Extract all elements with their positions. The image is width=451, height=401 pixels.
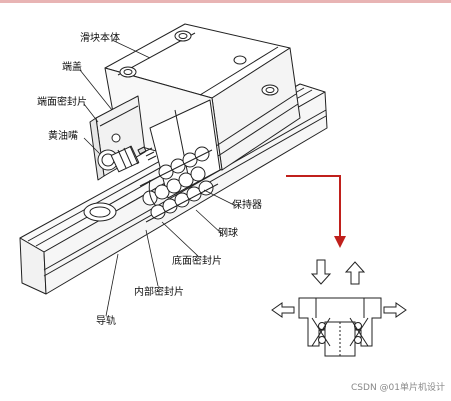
label-end-cap: 端盖 — [62, 62, 82, 73]
label-end-seal: 端面密封片 — [37, 97, 87, 108]
left-arrow-icon — [271, 302, 295, 318]
top-border — [0, 0, 451, 3]
pointer-arrow — [286, 175, 346, 248]
cross-section-diagram — [271, 259, 407, 357]
label-slider-body: 滑块本体 — [80, 33, 120, 44]
steel-balls — [142, 146, 214, 220]
slider-mounting-hole — [233, 55, 247, 65]
label-bottom-seal: 底面密封片 — [172, 256, 222, 267]
rail-mounting-hole — [83, 202, 117, 222]
label-inner-seal: 内部密封片 — [134, 287, 184, 298]
label-steel-ball: 钢球 — [218, 228, 238, 239]
label-grease-nipple: 黄油嘴 — [48, 131, 78, 142]
up-arrow-icon — [344, 261, 366, 285]
slider-mounting-hole — [119, 66, 137, 78]
down-arrow-icon — [310, 259, 332, 285]
grease-nipple — [97, 145, 157, 173]
retainer — [139, 149, 219, 223]
label-retainer: 保持器 — [232, 200, 262, 211]
watermark: CSDN @01单片机设计 — [351, 383, 445, 393]
label-guide-rail: 导轨 — [96, 316, 116, 327]
leader-lines — [79, 39, 237, 317]
slider-mounting-hole — [174, 30, 192, 42]
slider-mounting-hole — [261, 84, 279, 96]
right-arrow-icon — [383, 302, 407, 318]
